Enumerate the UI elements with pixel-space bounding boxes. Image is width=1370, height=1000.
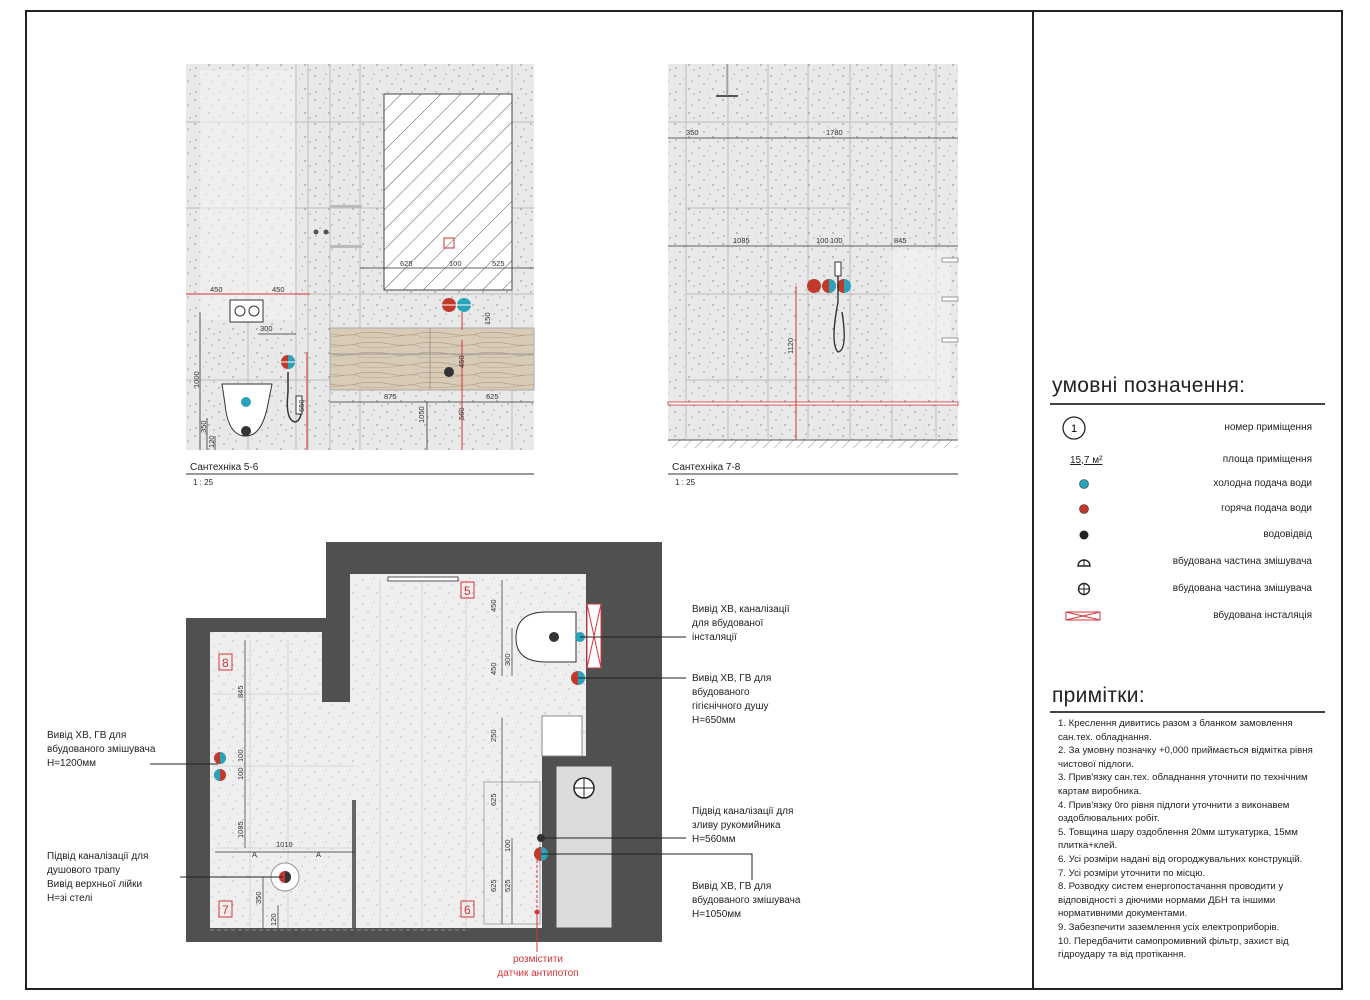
- dim-350: 350: [686, 128, 699, 137]
- drawing-frame: [25, 10, 1343, 990]
- room-number-6: 6: [464, 903, 471, 917]
- note-10: 10. Передбачити самопромивний фільтр, за…: [1058, 935, 1289, 961]
- dim-1050: 1050: [417, 406, 426, 423]
- mixer-full-symbol: [1062, 579, 1112, 599]
- legend-item-room-area: 15,7 м² площа приміщення: [1062, 450, 1312, 470]
- vanity-cabinet: [329, 327, 535, 391]
- dim-100-b: 100: [236, 767, 245, 780]
- cold-water-symbol: [1062, 474, 1112, 494]
- dim-1780: 1780: [826, 128, 843, 137]
- dim-100-b: 100: [830, 236, 843, 245]
- dim-1085: 1085: [733, 236, 750, 245]
- dim-100: 100: [503, 839, 512, 852]
- svg-text:1: 1: [1071, 423, 1077, 435]
- floor-plan: 5 6 7 8 450 300 450 250 625 100: [150, 542, 753, 952]
- legend-title: умовні позначення:: [1052, 374, 1246, 397]
- dim-150: 150: [483, 312, 492, 325]
- dim-450-b: 450: [489, 662, 498, 675]
- dim-120: 120: [207, 435, 216, 448]
- dim-350: 350: [254, 891, 263, 904]
- note-4: 4. Прив'язку 0го рівня підлоги уточнити …: [1058, 799, 1290, 825]
- dim-845: 845: [236, 685, 245, 698]
- dim-450-b: 450: [272, 285, 285, 294]
- drawing-canvas: 450 450 300 625 100 525 875 625 150 1000…: [150, 64, 959, 952]
- dim-625: 625: [400, 259, 413, 268]
- legend-item-cold-water: холодна подача води: [1062, 474, 1312, 494]
- dim-300: 300: [260, 324, 273, 333]
- dim-625-b: 625: [486, 392, 499, 401]
- elevation-view-5-6: 450 450 300 625 100 525 875 625 150 1000…: [186, 64, 535, 475]
- dim-300: 300: [503, 653, 512, 666]
- dim-100: 100: [449, 259, 462, 268]
- dim-625-a: 625: [489, 793, 498, 806]
- notes-title: примітки:: [1052, 684, 1145, 707]
- room-number-symbol: 1: [1062, 416, 1112, 440]
- legend-item-hot-water: горяча подача води: [1062, 499, 1312, 519]
- dim-650: 650: [297, 399, 306, 412]
- legend-item-room-number: 1 номер приміщення: [1062, 416, 1312, 440]
- legend-item-drain: водовідвід: [1062, 525, 1312, 545]
- note-3: 3. Прив'язку сан.тех. обладнання уточнит…: [1058, 772, 1308, 797]
- legend-item-mixer-half: вбудована частина змішувача: [1062, 552, 1312, 572]
- dim-250: 250: [489, 729, 498, 742]
- view-scale-5-6: 1 : 25: [193, 478, 214, 487]
- room-area-symbol: 15,7 м²: [1070, 454, 1103, 466]
- dim-350: 350: [199, 420, 208, 433]
- legend-item-installation: вбудована інсталяція: [1062, 606, 1312, 626]
- dim-875: 875: [384, 392, 397, 401]
- frame-divider: [1032, 10, 1034, 990]
- elevation-view-7-8: 350 1780 1085 100 100 845 1120: [667, 64, 959, 475]
- dim-1085: 1085: [236, 821, 245, 838]
- drain-symbol: [1062, 525, 1112, 545]
- room-number-8: 8: [222, 656, 229, 670]
- dim-1120: 1120: [786, 338, 795, 354]
- view-scale-7-8: 1 : 25: [675, 478, 696, 487]
- installation-symbol: [1062, 606, 1112, 626]
- notes-divider: [1050, 711, 1325, 713]
- legend-divider: [1050, 403, 1325, 405]
- note-7: 7. Усі розміри уточнити по місцю.: [1058, 867, 1206, 879]
- view-title-7-8: Сантехніка 7-8: [672, 462, 741, 473]
- flush-plate: [229, 299, 264, 323]
- dim-120: 120: [269, 913, 278, 926]
- dim-450-a: 450: [210, 285, 223, 294]
- dim-100-a: 100: [236, 749, 245, 762]
- dim-1010: 1010: [276, 840, 293, 849]
- note-2: 2. За умовну позначку +0,000 приймається…: [1058, 745, 1313, 770]
- dim-845: 845: [894, 236, 907, 245]
- room-number-5: 5: [464, 584, 471, 598]
- note-1: 1. Креслення дивитись разом з бланком за…: [1058, 718, 1293, 743]
- dim-625-b: 625: [489, 879, 498, 892]
- hot-water-symbol: [1062, 499, 1112, 519]
- legend-item-mixer-full: вбудована частина змішувача: [1062, 579, 1312, 599]
- dim-560: 560: [457, 407, 466, 420]
- dim-a-2: A: [316, 850, 321, 859]
- dim-525: 525: [492, 259, 505, 268]
- mixer-half-symbol: [1062, 552, 1112, 572]
- note-8: 8. Розводку систем енергопостачання пров…: [1058, 881, 1284, 920]
- dim-a-1: A: [252, 850, 257, 859]
- dim-1000: 1000: [192, 371, 201, 388]
- room-number-7: 7: [222, 903, 229, 917]
- dim-100-a: 100: [816, 236, 829, 245]
- mirror: [383, 93, 513, 291]
- notes-list: 1. Креслення дивитись разом з бланком за…: [1058, 717, 1323, 962]
- note-9: 9. Забезпечити заземлення усіх електропр…: [1058, 921, 1280, 933]
- note-5: 5. Товщина шару оздоблення 20мм штукатур…: [1058, 826, 1298, 852]
- dim-450-a: 450: [489, 599, 498, 612]
- dim-525: 525: [503, 879, 512, 892]
- note-6: 6. Усі розміри надані від огороджувальни…: [1058, 853, 1303, 865]
- view-title-5-6: Сантехніка 5-6: [190, 462, 259, 473]
- dim-450-c: 450: [457, 355, 466, 368]
